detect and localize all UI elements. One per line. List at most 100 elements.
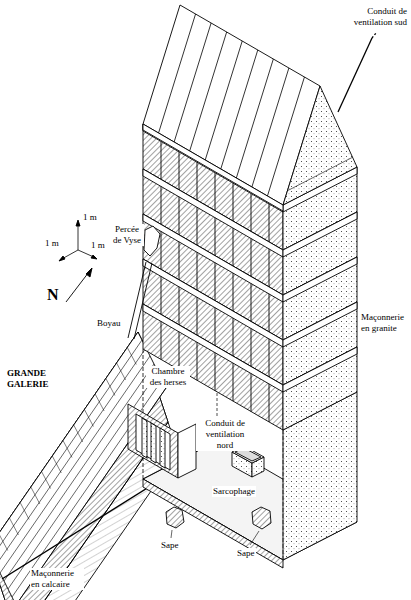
portcullis-slab [142, 418, 147, 458]
shaft-label: Conduit de ventilation sud [328, 6, 408, 28]
shaft-label: Conduit de ventilation nord [196, 418, 254, 451]
corbel-step [8, 372, 158, 589]
beam-joint [161, 276, 162, 314]
roof-slab [0, 534, 8, 551]
axis-arrowhead [91, 255, 97, 259]
relieving-chamber-gap [143, 304, 283, 392]
beam-joint [215, 353, 216, 391]
corbel-step [16, 388, 166, 600]
roof-slab [95, 394, 104, 411]
relieving-chamber-gap [283, 347, 357, 392]
roof-slab [63, 441, 72, 458]
breach-label: Percée de Vyse [110, 224, 144, 246]
beam-joint [161, 321, 162, 359]
north-arrow [66, 268, 92, 302]
relieving-chamber-gap [283, 212, 357, 257]
scale-label: 1 m [82, 212, 98, 223]
beam-joint [251, 328, 252, 366]
corbel-step [0, 356, 150, 573]
roof-slab [52, 456, 61, 473]
beam-joint [179, 152, 180, 190]
corbel-step [0, 340, 142, 557]
gallery-corbelled-roof [0, 332, 166, 600]
antechamber-wall [178, 424, 196, 478]
beam-joint [197, 342, 198, 380]
north-arrowhead [86, 268, 92, 277]
scale-label: 1 m [90, 240, 106, 251]
chamber-label: Chambre des herses [146, 366, 190, 388]
beam-joint [251, 238, 252, 276]
south-shaft [372, 33, 376, 38]
roof-slab-joint [221, 50, 258, 169]
axis-arrowhead [76, 220, 80, 226]
scale-axis [78, 250, 96, 258]
tunnel-label: Sape [236, 548, 256, 559]
beam-joint [269, 294, 270, 332]
gallery-side-wall [0, 332, 168, 600]
granite-wall-section [143, 479, 283, 568]
roof-slab [20, 503, 29, 520]
roof-thickness [287, 157, 352, 190]
roof-slab-joint [252, 68, 289, 187]
south-shaft [338, 38, 372, 112]
roof-slab-joint [159, 14, 196, 133]
beam-joint [197, 162, 198, 200]
roof-slab [31, 487, 40, 504]
beam-joint [269, 249, 270, 287]
beam-joint [215, 173, 216, 211]
roof-slab-joint [190, 32, 227, 151]
beam-joint [179, 197, 180, 235]
beam-joint [233, 228, 234, 266]
beam-joint [215, 218, 216, 256]
chamber-cut-edge [283, 430, 284, 560]
roof-slab-joint [174, 23, 211, 142]
relieving-chamber-gap [283, 257, 357, 302]
beam-joint [179, 287, 180, 325]
beam-joint [197, 252, 198, 290]
sarcophagus-label: Sarcophage [212, 486, 256, 497]
beam-joint [269, 204, 270, 242]
scale-axis [60, 250, 78, 260]
boyau-tunnel [134, 263, 152, 339]
roof-slab-joint [236, 59, 273, 178]
roof-eave [143, 124, 283, 211]
vyse-breach [144, 226, 160, 256]
beam-joint [233, 363, 234, 401]
axis-arrowhead [59, 256, 65, 261]
granite-beam-layer [283, 347, 357, 430]
corbel-step [0, 348, 146, 565]
roof-slab [74, 425, 83, 442]
scale-label: 1 m [44, 238, 60, 249]
beam-joint [215, 308, 216, 346]
gallery-label: GRANDE GALERIE [6, 368, 60, 390]
roof-slab [106, 379, 115, 396]
beam-joint [161, 231, 162, 269]
leader-line [171, 530, 172, 538]
portcullis-slab [151, 423, 156, 463]
roof-slab-joint [205, 41, 242, 160]
beam-joint [233, 273, 234, 311]
roof-slab [42, 472, 51, 489]
roof-slab [117, 363, 126, 380]
tunnel-hole [166, 507, 184, 528]
tunnel-hole [252, 507, 271, 529]
portcullis-slab [160, 428, 165, 468]
beam-joint [269, 339, 270, 377]
beam-joint [197, 207, 198, 245]
beam-joint [233, 318, 234, 356]
roof-slab [9, 518, 18, 535]
beam-joint [161, 141, 162, 179]
beam-joint [251, 373, 252, 411]
corbel-step [4, 364, 154, 581]
beam-joint [197, 297, 198, 335]
roof-slab [127, 348, 136, 365]
material-label: Maçonnerie en calcaire [30, 568, 84, 590]
relieving-chamber-gap [283, 302, 357, 347]
material-label: Maçonnerie en granite [360, 312, 408, 334]
tunnel-label: Sape [160, 540, 180, 551]
roof-slab [84, 410, 93, 427]
leader-line [250, 531, 259, 545]
antechamber-wall [128, 404, 178, 478]
beam-joint [215, 263, 216, 301]
